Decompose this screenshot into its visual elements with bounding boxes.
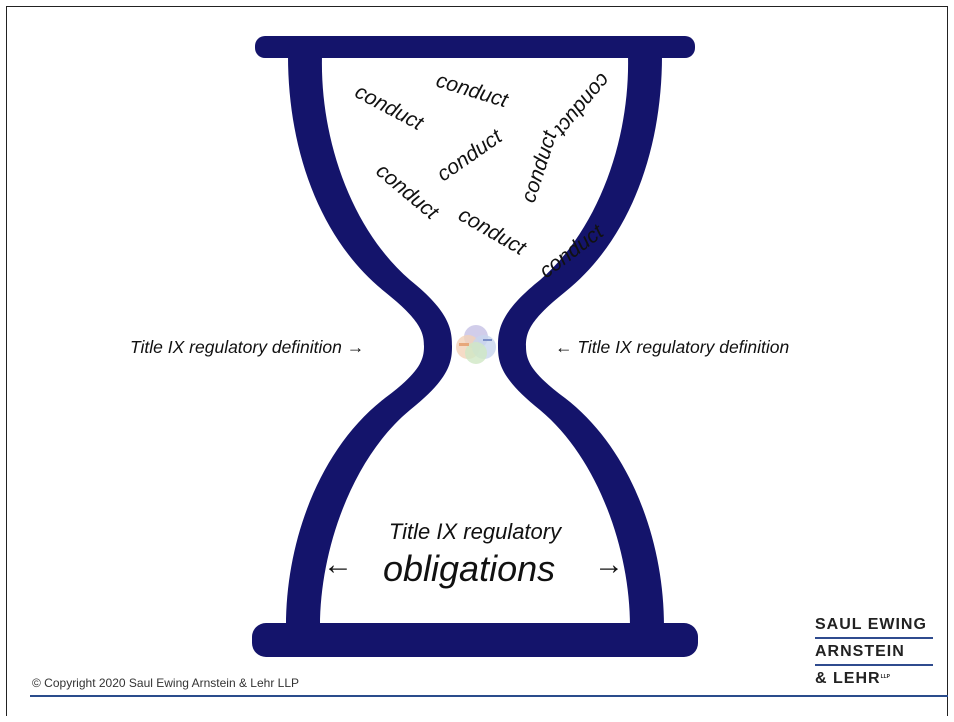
footer-rule	[30, 695, 948, 697]
logo-line-3: & LEHRLLP	[815, 668, 933, 691]
logo-line-2: ARNSTEIN	[815, 641, 933, 666]
firm-logo: SAUL EWING ARNSTEIN & LEHRLLP	[815, 614, 933, 693]
hourglass-left-wall	[286, 56, 452, 626]
venn-diagram-thumbnail	[456, 325, 496, 364]
left-arrow: ←	[323, 548, 353, 581]
logo-line-3-text: & LEHR	[815, 670, 881, 687]
copyright-notice: © Copyright 2020 Saul Ewing Arnstein & L…	[32, 676, 299, 690]
hourglass-right-wall	[498, 56, 664, 626]
hourglass-top-cap	[255, 36, 695, 58]
obligations-title: obligations	[383, 548, 556, 589]
logo-line-1: SAUL EWING	[815, 614, 933, 639]
right-definition-label: ← Title IX regulatory definition	[555, 337, 790, 357]
obligations-caption: Title IX regulatory	[388, 519, 562, 544]
logo-llp-suffix: LLP	[880, 674, 891, 680]
slide-frame	[6, 6, 948, 716]
left-definition-label: Title IX regulatory definition →	[130, 337, 365, 357]
right-arrow: →	[594, 548, 624, 581]
hourglass-bottom-cap	[252, 623, 698, 657]
